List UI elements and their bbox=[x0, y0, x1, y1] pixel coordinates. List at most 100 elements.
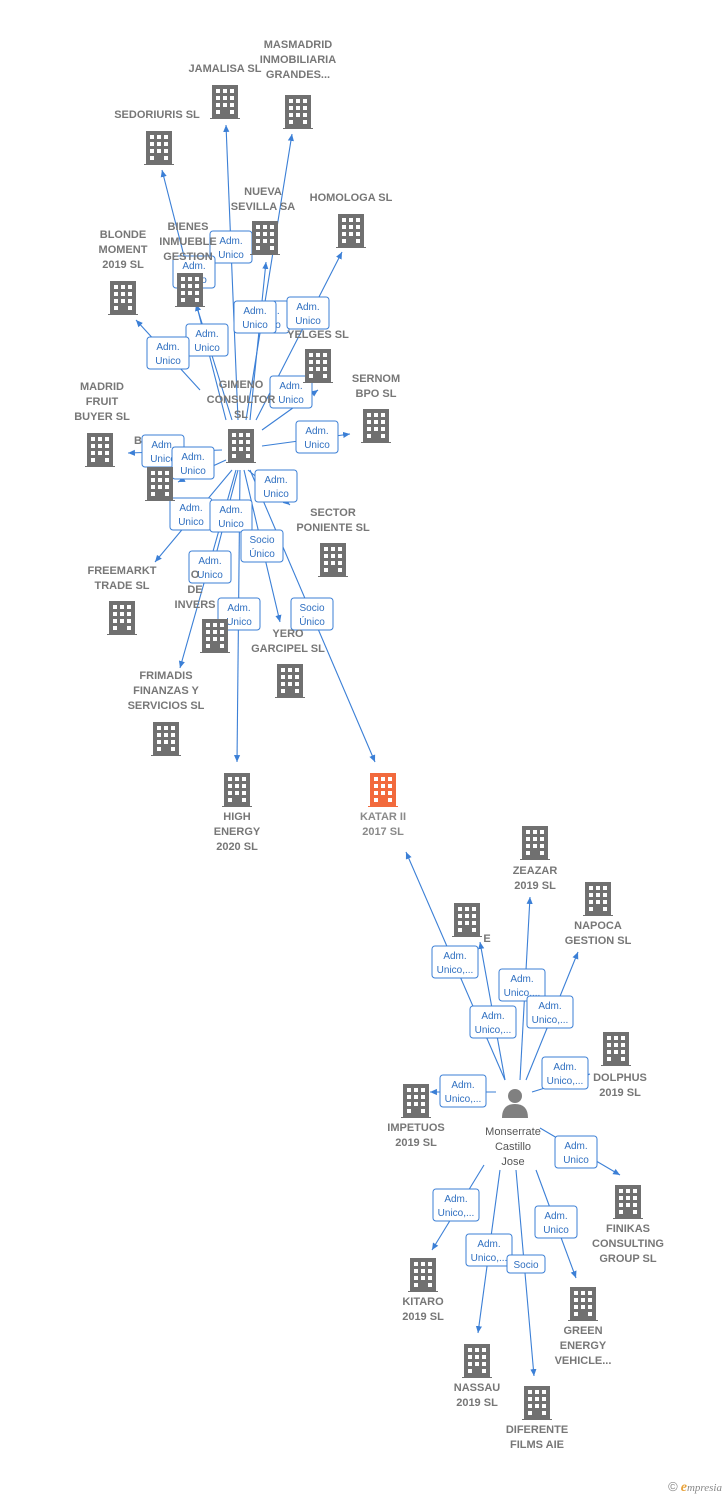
relation-tag-gimeno-sernom[interactable]: Adm.Unico bbox=[295, 420, 339, 454]
company-node-masmadrid[interactable]: MASMADRIDINMOBILIARIAGRANDES... bbox=[260, 39, 336, 129]
relation-tag-person-zeazar[interactable]: Adm.Unico,... bbox=[498, 968, 546, 1002]
relation-tag-person-finikas[interactable]: Adm.Unico bbox=[554, 1135, 598, 1169]
relation-tag-text: Adm. bbox=[477, 1239, 500, 1250]
relation-tag-gimeno-frimadis[interactable]: Adm.Unico bbox=[188, 550, 232, 584]
relation-tag-gimeno-yelges[interactable]: Adm.Unico bbox=[269, 375, 313, 409]
relation-tag-text: Unico bbox=[242, 320, 268, 331]
relation-tag-person-impetuos[interactable]: Adm.Unico,... bbox=[439, 1074, 487, 1108]
relation-tag-text: Adm. bbox=[564, 1141, 587, 1152]
person-name-line: Jose bbox=[501, 1156, 524, 1168]
company-name-line: SERNOM bbox=[352, 373, 400, 385]
company-name-line: DIFERENTE bbox=[506, 1424, 568, 1436]
relation-tag-person-katar[interactable]: Adm.Unico,... bbox=[431, 945, 479, 979]
company-name-line: INMOBILIARIA bbox=[260, 54, 336, 66]
company-name-line: KITARO bbox=[402, 1296, 444, 1308]
company-name-line: SL bbox=[234, 409, 248, 421]
company-node-jamalisa[interactable]: JAMALISA SL bbox=[189, 63, 262, 119]
relation-tag-person-e_partial[interactable]: Adm.Unico,... bbox=[469, 1005, 517, 1039]
relation-tag-text: Adm. bbox=[444, 1194, 467, 1205]
person-name-line: Castillo bbox=[495, 1141, 531, 1153]
relation-tag-gimeno-jamalisa[interactable]: Adm.Unico bbox=[209, 230, 253, 264]
company-node-zeazar[interactable]: ZEAZAR 2019 SL bbox=[513, 826, 558, 892]
relation-tag-gimeno-freemarkt[interactable]: Adm.Unico bbox=[169, 497, 213, 531]
company-name-line: ZEAZAR bbox=[513, 865, 558, 877]
relation-tag-gimeno-blonde[interactable]: Adm.Unico bbox=[146, 336, 190, 370]
company-name-line: DOLPHUS bbox=[593, 1072, 647, 1084]
company-name-line: JAMALISA SL bbox=[189, 63, 262, 75]
company-name-line: SERVICIOS SL bbox=[128, 700, 205, 712]
relation-tag-text: Socio bbox=[299, 603, 324, 614]
company-name-line: VEHICLE... bbox=[555, 1355, 612, 1367]
building-icon bbox=[336, 214, 366, 248]
company-node-yelges[interactable]: YELGES SL bbox=[287, 329, 349, 383]
company-name-line: NUEVA bbox=[244, 186, 282, 198]
company-node-e_partial[interactable]: E bbox=[452, 903, 491, 945]
company-name-line: GESTION SL bbox=[565, 935, 632, 947]
relation-tag-text: Unico,... bbox=[438, 1208, 475, 1219]
company-node-greenenergy[interactable]: GREENENERGYVEHICLE... bbox=[555, 1287, 612, 1367]
company-name-line: B bbox=[134, 435, 142, 447]
relation-tag-gimeno-invers[interactable]: Adm.Unico bbox=[209, 499, 253, 533]
company-node-b_partial[interactable]: B bbox=[134, 435, 175, 501]
company-node-homologa[interactable]: HOMOLOGA SL bbox=[310, 192, 393, 248]
relation-tag-text: Adm. bbox=[195, 329, 218, 340]
relation-tag-gimeno-nuevasevilla[interactable]: Adm.Unico bbox=[233, 300, 277, 334]
relation-tag-gimeno-b_partial[interactable]: Adm.Unico bbox=[171, 446, 215, 480]
company-name-line: FINIKAS bbox=[606, 1223, 650, 1235]
relation-tag-gimeno-bienes[interactable]: Adm.Unico bbox=[185, 323, 229, 357]
relation-tag-person-diferente[interactable]: Socio bbox=[506, 1254, 546, 1274]
relation-tag-gimeno-sectorponiente[interactable]: Adm.Unico bbox=[254, 469, 298, 503]
company-name-line: 2019 SL bbox=[395, 1137, 437, 1149]
company-name-line: DE bbox=[187, 584, 202, 596]
relation-tag-person-napoca[interactable]: Adm.Unico,... bbox=[526, 995, 574, 1029]
company-name-line: IMPETUOS bbox=[387, 1122, 444, 1134]
company-name-line: MADRID bbox=[80, 381, 124, 393]
building-icon bbox=[275, 664, 305, 698]
relation-tag-text: Socio bbox=[513, 1260, 538, 1271]
relation-tag-person-greenenergy[interactable]: Adm.Unico bbox=[534, 1205, 578, 1239]
company-name-line: INMUEBLE bbox=[159, 236, 216, 248]
relation-tag-text: Adm. bbox=[481, 1011, 504, 1022]
relation-tag-person-kitaro[interactable]: Adm. Unico,... bbox=[432, 1188, 480, 1222]
relation-tag-gimeno-highenergy[interactable]: Adm.Unico bbox=[217, 597, 261, 631]
company-name-line: PONIENTE SL bbox=[296, 522, 370, 534]
empresia-logo: empresia bbox=[680, 1480, 722, 1495]
building-icon bbox=[613, 1185, 643, 1219]
empresia-credit[interactable]: ©empresia bbox=[668, 1479, 722, 1496]
company-name-line: SEDORIURIS SL bbox=[114, 109, 200, 121]
relation-tag-text: Único bbox=[299, 615, 325, 628]
relation-tag-text: Unico,... bbox=[445, 1094, 482, 1105]
company-node-impetuos[interactable]: IMPETUOS 2019 SL bbox=[387, 1084, 445, 1149]
relation-tag-text: Adm. bbox=[538, 1001, 561, 1012]
relation-tag-text: Adm. bbox=[296, 302, 319, 313]
relation-tag-text: Unico bbox=[263, 489, 289, 500]
relation-tag-gimeno-homologa[interactable]: Adm.Unico bbox=[286, 296, 330, 330]
company-node-sedoriuris[interactable]: SEDORIURIS SL bbox=[114, 109, 200, 165]
relation-tag-person-nassau[interactable]: Adm.Unico,... bbox=[465, 1233, 513, 1267]
company-name-line: FREEMARKT bbox=[87, 565, 156, 577]
company-name-line: 2019 SL bbox=[514, 880, 556, 892]
relation-tag-person-dolphus[interactable]: Adm.Unico,... bbox=[541, 1056, 589, 1090]
